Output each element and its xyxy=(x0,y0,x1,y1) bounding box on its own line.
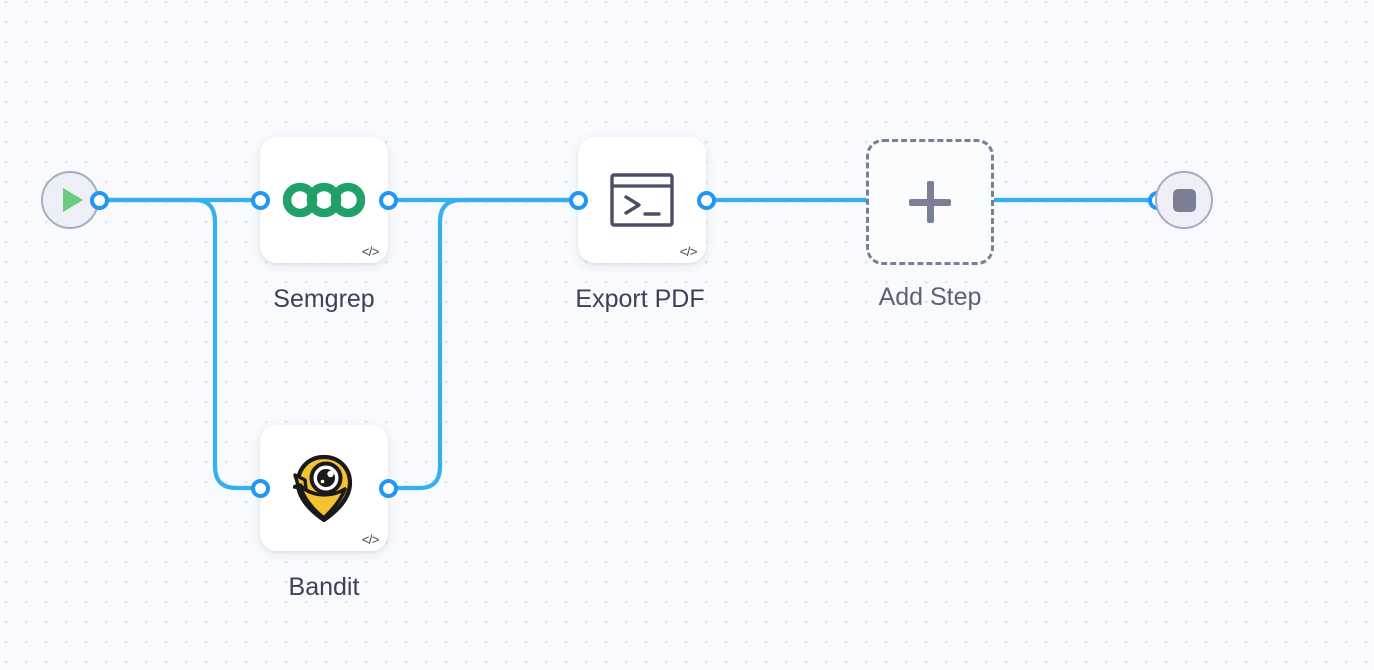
export-pdf-output-port[interactable] xyxy=(697,191,716,210)
stop-icon xyxy=(1172,188,1196,212)
code-badge: </> xyxy=(679,244,698,259)
semgrep-output-port[interactable] xyxy=(379,191,398,210)
export-pdf-input-port[interactable] xyxy=(569,191,588,210)
node-bandit[interactable]: </> xyxy=(260,425,388,551)
terminal-icon xyxy=(609,172,675,228)
code-badge: </> xyxy=(361,532,380,547)
node-label-add-step: Add Step xyxy=(878,283,982,311)
node-add-step[interactable] xyxy=(866,139,994,265)
plus-icon xyxy=(908,180,952,224)
start-node[interactable] xyxy=(41,171,99,229)
code-badge: </> xyxy=(361,244,380,259)
node-label-bandit: Bandit xyxy=(288,573,360,601)
edge-bandit-exportpdf xyxy=(385,197,581,491)
bandit-output-port[interactable] xyxy=(379,479,398,498)
node-export-pdf[interactable]: </> xyxy=(578,137,706,263)
node-label-export-pdf: Export PDF xyxy=(575,285,705,313)
bandit-input-port[interactable] xyxy=(251,479,270,498)
edge-start-bandit xyxy=(97,197,263,491)
bandit-logo-icon xyxy=(293,454,355,522)
end-node[interactable] xyxy=(1155,171,1213,229)
node-semgrep[interactable]: </> xyxy=(260,137,388,263)
start-output-port[interactable] xyxy=(90,191,109,210)
node-label-semgrep: Semgrep xyxy=(273,285,375,313)
semgrep-logo-icon xyxy=(283,180,365,220)
play-icon xyxy=(63,188,83,212)
semgrep-input-port[interactable] xyxy=(251,191,270,210)
